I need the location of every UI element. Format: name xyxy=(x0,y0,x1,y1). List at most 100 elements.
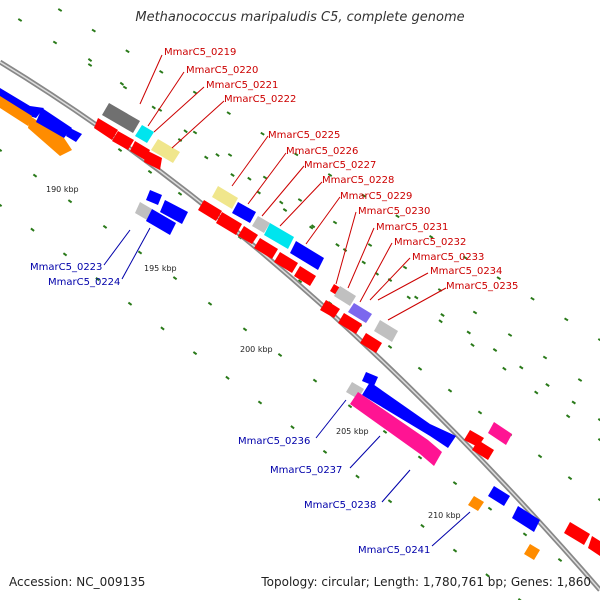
tick-mark xyxy=(137,250,143,255)
tick-mark xyxy=(530,296,535,301)
gene-label[interactable]: MmarC5_0241 xyxy=(358,545,430,556)
gene-label[interactable]: MmarC5_0236 xyxy=(238,436,310,447)
tick-mark xyxy=(387,344,393,349)
gene-0225[interactable] xyxy=(212,186,238,209)
tick-mark xyxy=(347,404,353,409)
gene-0229[interactable] xyxy=(290,241,324,270)
gene-label[interactable]: MmarC5_0229 xyxy=(340,191,412,202)
gene-0220[interactable] xyxy=(135,125,154,143)
gene-red-i[interactable] xyxy=(274,252,298,273)
gene-0237[interactable] xyxy=(362,382,456,448)
tick-mark xyxy=(417,455,423,460)
gene-red-g[interactable] xyxy=(238,226,258,244)
gene-label[interactable]: MmarC5_0224 xyxy=(48,277,120,288)
gene-label[interactable]: MmarC5_0227 xyxy=(304,160,376,171)
gene-label[interactable]: MmarC5_0233 xyxy=(412,252,484,263)
gene-label[interactable]: MmarC5_0219 xyxy=(164,47,236,58)
gene-red-h[interactable] xyxy=(254,238,278,259)
tick-mark xyxy=(485,573,490,578)
gene-pink-b[interactable] xyxy=(488,422,512,445)
gene-red-b[interactable] xyxy=(112,131,134,150)
gene-orange-left-1[interactable] xyxy=(0,96,32,126)
gene-label[interactable]: MmarC5_0234 xyxy=(430,266,502,277)
gene-label[interactable]: MmarC5_0235 xyxy=(446,281,518,292)
tick-mark xyxy=(387,278,393,282)
tick-mark xyxy=(30,227,35,232)
gene-red-k[interactable] xyxy=(320,300,340,318)
gene-blue-d1[interactable] xyxy=(488,486,510,506)
gene-label[interactable]: MmarC5_0226 xyxy=(286,146,358,157)
tick-mark xyxy=(91,28,96,33)
gene-orange-b[interactable] xyxy=(468,496,484,511)
tick-mark xyxy=(429,234,434,239)
gene-0223[interactable] xyxy=(135,202,152,220)
gene-label[interactable]: MmarC5_0221 xyxy=(206,80,278,91)
label-leader-lines xyxy=(103,54,471,547)
scale-label: 195 kbp xyxy=(144,264,177,273)
gene-blue-d2[interactable] xyxy=(512,506,540,532)
gene-blue-left-3[interactable] xyxy=(66,128,82,142)
gene-red-c[interactable] xyxy=(130,141,150,160)
tick-mark xyxy=(183,129,188,134)
tick-mark xyxy=(207,301,213,306)
tick-mark xyxy=(297,279,303,284)
gene-blue-left-2[interactable] xyxy=(36,108,72,138)
tick-mark xyxy=(279,200,284,205)
gene-label[interactable]: MmarC5_0223 xyxy=(30,262,102,273)
gene-red-l[interactable] xyxy=(338,313,362,334)
gene-red-d[interactable] xyxy=(144,150,162,170)
gene-red-e[interactable] xyxy=(198,200,222,221)
gene-red-m[interactable] xyxy=(360,333,382,353)
gene-label[interactable]: MmarC5_0231 xyxy=(376,222,448,233)
tick-mark xyxy=(172,276,178,281)
gene-0238[interactable] xyxy=(350,392,442,466)
gene-0228[interactable] xyxy=(264,223,294,249)
tick-mark xyxy=(242,327,248,332)
gene-label[interactable]: MmarC5_0230 xyxy=(358,206,430,217)
tick-mark xyxy=(151,105,156,110)
gene-blue-left-1[interactable] xyxy=(0,88,44,118)
gene-0227[interactable] xyxy=(252,216,270,233)
topology-summary: Topology: circular; Length: 1,780,761 bp… xyxy=(261,575,591,589)
tick-mark xyxy=(177,138,183,142)
gene-0219[interactable] xyxy=(102,103,140,133)
tick-mark xyxy=(519,365,524,370)
tick-mark xyxy=(204,155,209,160)
gene-red-j[interactable] xyxy=(294,266,316,286)
map-title: Methanococcus maripaludis C5, complete g… xyxy=(135,10,465,25)
gene-orange-left-2[interactable] xyxy=(28,116,72,156)
gene-label[interactable]: MmarC5_0228 xyxy=(322,175,394,186)
gene-blue-b2[interactable] xyxy=(160,200,188,224)
tick-mark xyxy=(332,220,338,225)
gene-0232[interactable] xyxy=(348,303,372,323)
upper-gene-labels: MmarC5_0219MmarC5_0220MmarC5_0221MmarC5_… xyxy=(164,47,518,292)
gene-0222[interactable] xyxy=(151,139,180,163)
gene-label[interactable]: MmarC5_0232 xyxy=(394,237,466,248)
tick-mark xyxy=(452,481,458,486)
tick-mark xyxy=(67,199,73,204)
gene-blue-c1[interactable] xyxy=(362,372,378,386)
gene-0224[interactable] xyxy=(146,209,176,235)
gene-0241[interactable] xyxy=(524,544,540,560)
gene-label[interactable]: MmarC5_0237 xyxy=(270,465,342,476)
gene-red-a[interactable] xyxy=(94,118,118,140)
gene-0235[interactable] xyxy=(374,320,398,342)
tick-mark xyxy=(565,414,571,419)
gene-label[interactable]: MmarC5_0225 xyxy=(268,130,340,141)
tick-mark xyxy=(367,243,373,247)
tick-mark xyxy=(361,193,366,198)
tick-mark xyxy=(17,18,23,22)
tick-mark xyxy=(496,276,501,281)
gene-0231[interactable] xyxy=(334,286,356,306)
gene-label[interactable]: MmarC5_0238 xyxy=(304,500,376,511)
gene-red-o[interactable] xyxy=(472,440,494,460)
gene-label[interactable]: MmarC5_0222 xyxy=(224,94,296,105)
gene-red-p[interactable] xyxy=(564,522,590,545)
tick-mark xyxy=(420,523,425,528)
tick-mark xyxy=(597,438,600,442)
gene-0226[interactable] xyxy=(232,202,256,223)
gene-red-f[interactable] xyxy=(216,212,242,235)
gene-label[interactable]: MmarC5_0220 xyxy=(186,65,258,76)
gene-blue-b1[interactable] xyxy=(146,190,162,205)
gene-red-q[interactable] xyxy=(588,536,600,556)
